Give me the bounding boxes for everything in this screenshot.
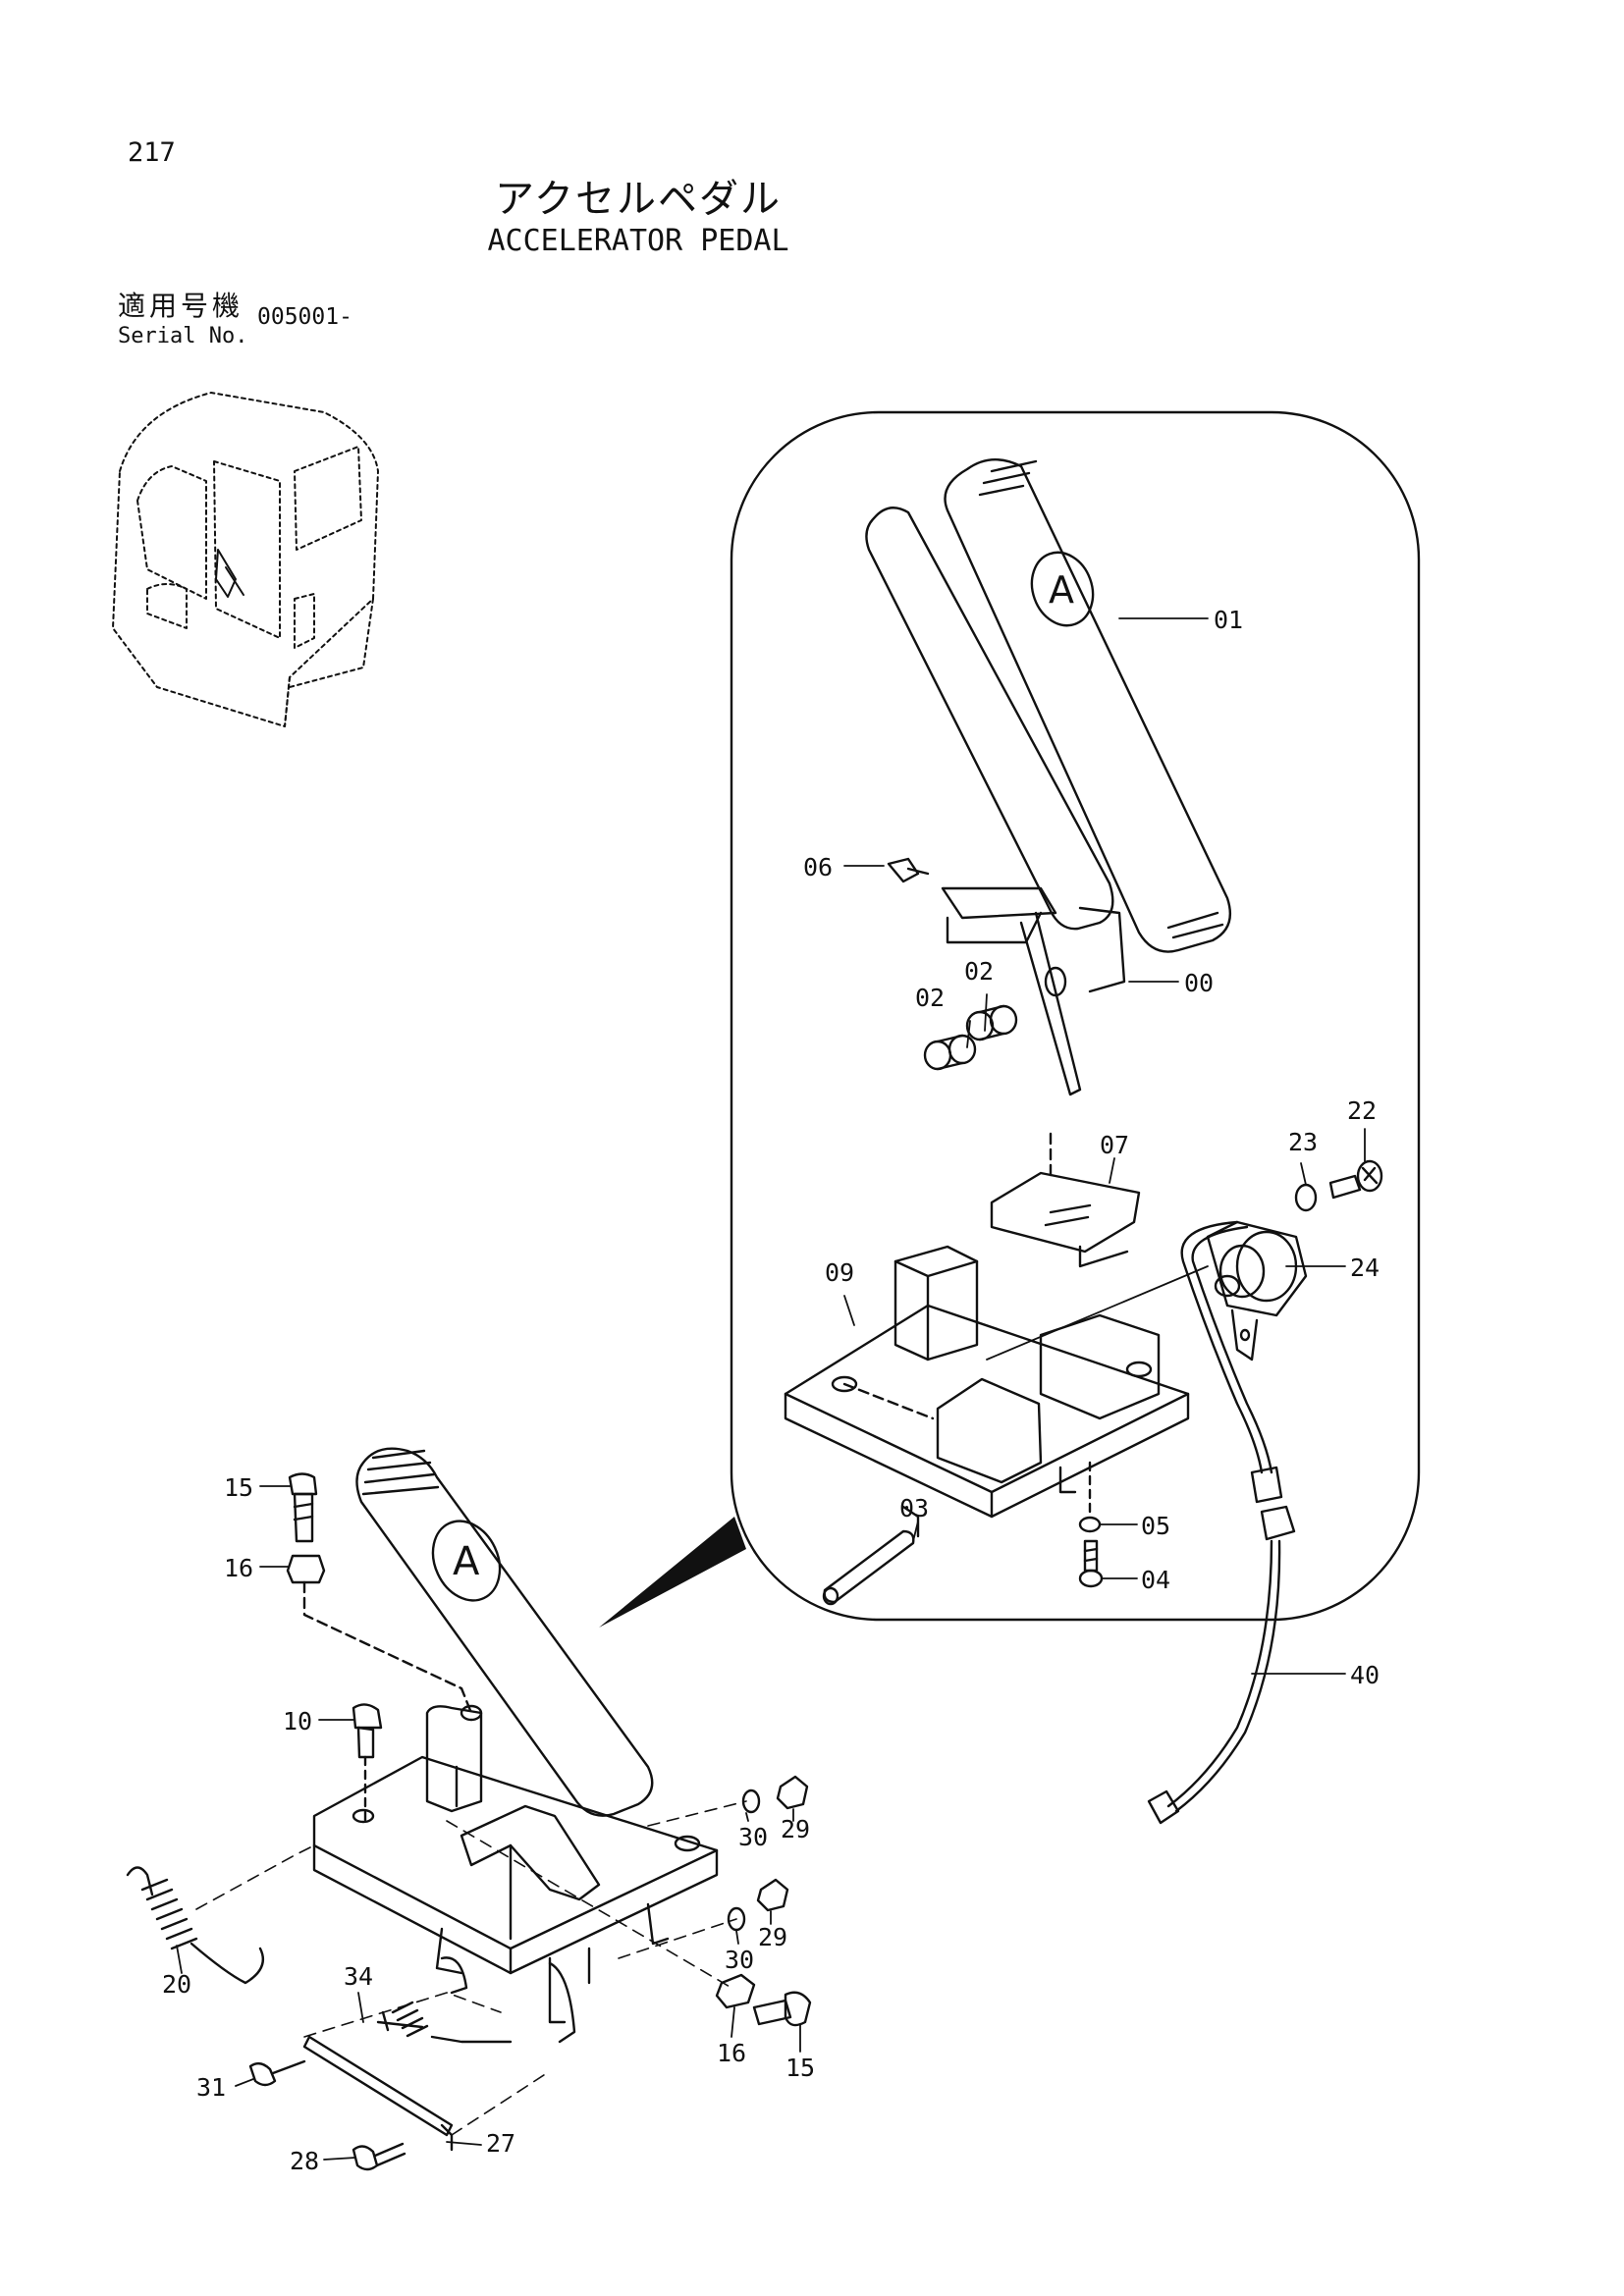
detail-pointer [599,1517,746,1628]
serial-label-japanese: 適用号機 [118,290,244,322]
main-bracket [312,1704,719,2044]
serial-number-value: 005001- [257,304,352,330]
cable-part-40 [986,1220,1296,1825]
bolt-part-10 [352,1703,383,1828]
serial-label-english: Serial No. [118,324,248,348]
bolt-part-15-lower [752,1991,812,2027]
bolt-part-15-upper [288,1472,318,1543]
callout-07: 07 [1100,1131,1129,1159]
callout-04: 04 [1141,1566,1170,1594]
callout-29-lower: 29 [758,1923,787,1951]
nut-part-16-lower [715,1973,756,2009]
return-spring-part-20 [126,1866,265,1985]
bolt-part-04 [1078,1539,1104,1588]
callout-20: 20 [162,1970,191,1999]
stopper-part-07 [990,1132,1141,1268]
callout-06: 06 [803,853,833,881]
callout-16-lower: 16 [717,2039,746,2067]
callout-27: 27 [486,2129,515,2158]
bolt-part-28 [352,2142,406,2171]
screw-part-22 [1328,1159,1383,1200]
spring-part-34 [376,2001,513,2044]
callout-02-right: 02 [964,957,994,986]
nut-part-05 [1078,1461,1102,1533]
detail-view-outline [730,410,1421,1622]
callout-34: 34 [344,1962,373,1991]
callout-40: 40 [1350,1661,1380,1689]
main-pedal-pad [355,1447,654,1817]
callout-30-lower: 30 [725,1946,754,1974]
bushing-part-02 [923,1004,1018,1071]
callout-31: 31 [196,2073,226,2102]
callout-01: 01 [1214,606,1243,634]
pedal-pad-part-01 [944,458,1232,953]
main-pedal-letter: A [453,1539,480,1584]
exploded-view-guide-lines [195,1800,747,2136]
detail-pedal-letter: A [1049,568,1074,612]
callout-03: 03 [899,1494,929,1522]
callout-15-lower: 15 [785,2054,815,2082]
callout-05: 05 [1141,1512,1170,1540]
nut-part-16-upper [286,1554,473,1715]
callout-24: 24 [1350,1254,1380,1282]
callout-leaders [176,617,1366,2161]
cab-pedal-marker-icon [215,549,244,598]
bracket-part-09 [784,1245,1190,1538]
nut-part-29-upper [776,1775,809,1810]
callout-16-upper: 16 [224,1554,253,1582]
washer-part-23 [1294,1183,1318,1212]
callout-00: 00 [1184,969,1214,997]
pin-part-27 [302,2035,454,2152]
grease-fitting-part-06 [887,857,930,883]
cab-location-icon [112,392,379,727]
sensor-part-24 [1206,1220,1308,1362]
callout-02-left: 02 [915,984,945,1012]
callout-10: 10 [283,1707,312,1735]
callout-28: 28 [290,2147,319,2175]
washer-part-30-lower [727,1906,746,1932]
callout-23: 23 [1288,1128,1318,1156]
callout-29-upper: 29 [781,1815,810,1843]
callout-30-upper: 30 [738,1823,768,1851]
callout-22: 22 [1347,1096,1377,1125]
bolt-part-31 [248,2059,306,2087]
pedal-arm-part-00 [865,507,1126,1096]
page-title-english: ACCELERATOR PEDAL [487,224,789,258]
page-number: 217 [128,137,176,168]
page-title-japanese: アクセルペダル [495,177,782,222]
callout-09: 09 [825,1258,854,1287]
callout-15-upper: 15 [224,1473,253,1502]
pin-part-03 [822,1529,915,1606]
nut-part-29-lower [756,1878,789,1912]
